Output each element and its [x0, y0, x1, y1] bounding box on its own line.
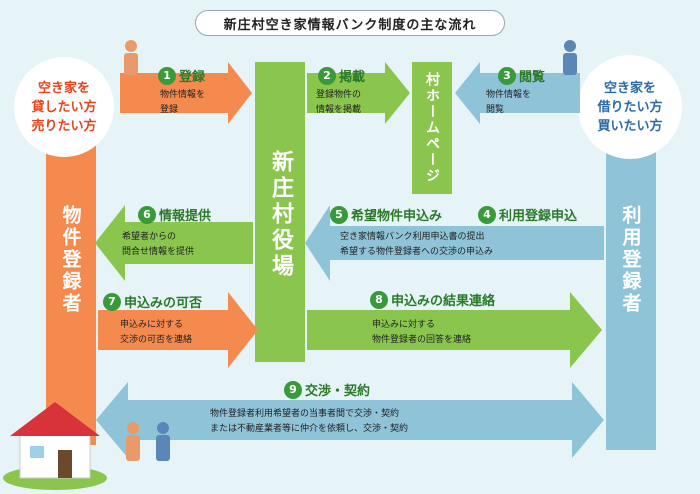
step-label: 閲覧 — [519, 70, 546, 85]
step-6-heading: 6 情報提供 — [138, 205, 211, 224]
arrow-6 — [95, 205, 253, 281]
step-desc-line: 物件情報を — [160, 90, 206, 100]
step-2-desc: 登録物件の 情報を掲載 — [316, 88, 361, 118]
step-desc-line: または不動産業者等に仲介を依頼し、交渉・契約 — [210, 424, 409, 434]
step-7-desc: 申込みに対する 交渉の可否を連絡 — [120, 318, 192, 348]
right-bar — [606, 140, 656, 450]
step-desc-line: 希望する物件登録者への交渉の申込み — [340, 247, 494, 257]
step-9-desc: 物件登録者利用希望者の当事者間で交渉・契約 または不動産業者等に仲介を依頼し、交… — [210, 407, 408, 437]
left-bar — [46, 145, 96, 445]
right-bar-label: 利用登録者 — [619, 205, 642, 315]
right-party-label: 空き家を 借りたい方 買いたい方 — [580, 72, 680, 142]
step-number: 6 — [138, 205, 156, 224]
step-5-desc: 空き家情報バンク利用申込書の提出 希望する物件登録者への交渉の申込み — [340, 230, 493, 260]
left-party-line: 貸したい方 — [31, 99, 97, 115]
step-3-heading: 3 閲覧 — [498, 66, 545, 85]
step-number: 3 — [498, 66, 516, 85]
left-party-line: 空き家を — [37, 80, 90, 96]
arrow-1 — [120, 62, 252, 124]
step-desc-line: 物件登録者の回答を連絡 — [372, 335, 472, 345]
left-party-line: 売りたい方 — [31, 118, 97, 134]
homepage-label: 村ホームページ — [424, 72, 440, 184]
person-icon-right — [563, 40, 577, 75]
center-bar — [255, 62, 305, 362]
step-4-heading: 4 利用登録申込 — [478, 205, 577, 224]
diagram-title: 新庄村空き家情報バンク制度の主な流れ — [195, 10, 505, 36]
step-desc-line: 問合せ情報を提供 — [122, 247, 195, 257]
step-desc-line: 空き家情報バンク利用申込書の提出 — [340, 232, 485, 242]
arrow-45 — [305, 205, 604, 281]
step-label: 利用登録申込 — [499, 209, 578, 224]
step-number: 9 — [284, 380, 302, 399]
step-desc-line: 交渉の可否を連絡 — [120, 335, 193, 345]
person-icon-left — [124, 40, 138, 75]
step-label: 登録 — [179, 70, 206, 85]
right-party-line: 空き家を — [603, 80, 656, 96]
left-party-label: 空き家を 貸したい方 売りたい方 — [14, 72, 114, 142]
step-desc-line: 物件情報を — [486, 90, 532, 100]
step-number: 5 — [330, 205, 348, 224]
step-label: 希望物件申込み — [351, 209, 443, 224]
right-party-line: 借りたい方 — [597, 99, 663, 115]
step-desc-line: 登録 — [160, 105, 179, 115]
step-1-desc: 物件情報を 登録 — [160, 88, 205, 118]
step-number: 4 — [478, 205, 496, 224]
step-desc-line: 閲覧 — [486, 105, 505, 115]
step-8-desc: 申込みに対する 物件登録者の回答を連絡 — [372, 318, 471, 348]
step-desc-line: 申込みに対する — [120, 320, 184, 330]
arrow-3 — [455, 62, 580, 124]
step-1-heading: 1 登録 — [158, 66, 205, 85]
step-number: 7 — [103, 292, 121, 311]
step-desc-line: 登録物件の — [316, 90, 362, 100]
step-number: 1 — [158, 66, 176, 85]
step-9-heading: 9 交渉・契約 — [284, 380, 370, 399]
step-label: 掲載 — [339, 70, 366, 85]
center-label: 新庄村役場 — [268, 150, 293, 280]
arrow-7 — [98, 292, 258, 368]
step-number: 8 — [370, 290, 388, 309]
right-circle — [578, 55, 682, 159]
right-party-line: 買いたい方 — [597, 118, 663, 134]
step-5-heading: 5 希望物件申込み — [330, 205, 442, 224]
homepage-bar — [412, 62, 452, 194]
arrow-9 — [96, 382, 604, 458]
step-desc-line: 情報を掲載 — [316, 105, 362, 115]
step-number: 2 — [318, 66, 336, 85]
step-desc-line: 希望者からの — [122, 232, 177, 242]
step-label: 申込みの結果連絡 — [391, 294, 496, 309]
step-label: 申込みの可否 — [124, 296, 203, 311]
left-circle — [14, 57, 114, 157]
step-2-heading: 2 掲載 — [318, 66, 365, 85]
arrow-8 — [307, 292, 602, 368]
step-desc-line: 申込みに対する — [372, 320, 436, 330]
step-6-desc: 希望者からの 問合せ情報を提供 — [122, 230, 194, 260]
step-label: 情報提供 — [159, 209, 212, 224]
house-icon — [3, 402, 107, 490]
step-desc-line: 物件登録者利用希望者の当事者間で交渉・契約 — [210, 409, 400, 419]
step-label: 交渉・契約 — [305, 384, 371, 399]
step-8-heading: 8 申込みの結果連絡 — [370, 290, 495, 309]
handshake-icon — [126, 422, 170, 461]
left-bar-label: 物件登録者 — [59, 205, 82, 315]
step-7-heading: 7 申込みの可否 — [103, 292, 202, 311]
step-3-desc: 物件情報を 閲覧 — [486, 88, 531, 118]
